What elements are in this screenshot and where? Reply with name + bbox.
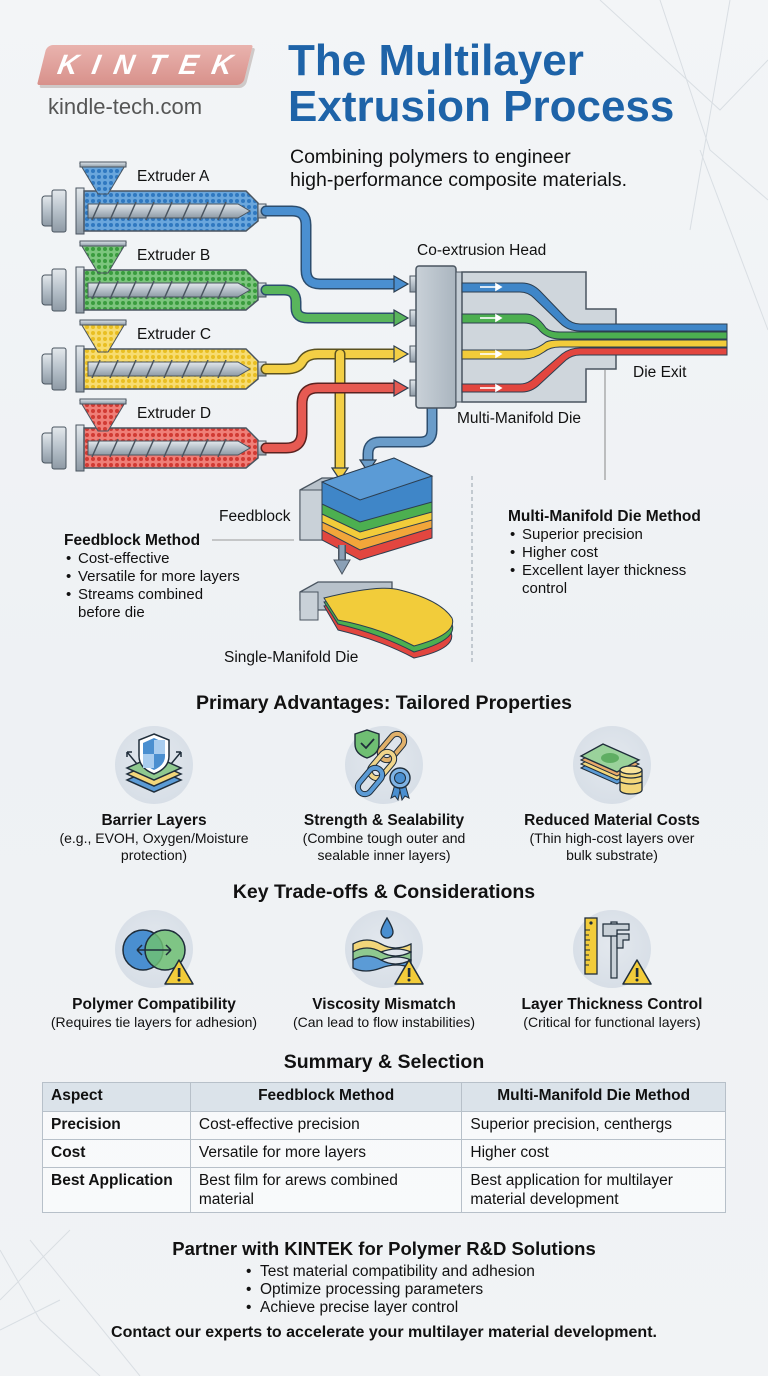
- tradeoffs-title: Key Trade-offs & Considerations: [232, 881, 536, 903]
- single-manifold-die-label: Single-Manifold Die: [224, 649, 359, 666]
- desc-line: (e.g., EVOH, Oxygen/Moisture: [59, 830, 249, 846]
- multi-manifold-bullet: Higher cost: [508, 544, 701, 562]
- single-manifold-die: [299, 581, 454, 659]
- page-subtitle: Combining polymers to engineer high-perf…: [290, 146, 760, 192]
- multi-manifold-die-label: Multi-Manifold Die: [457, 410, 582, 427]
- row-multi-manifold: Best application for multilayer material…: [461, 1167, 726, 1213]
- advantage-card-barrier-layers: Barrier Layers (e.g., EVOH, Oxygen/Moist…: [44, 726, 264, 864]
- tradeoff-desc: (Can lead to flow instabilities): [292, 1014, 476, 1030]
- header-aspect: Aspect: [42, 1082, 191, 1112]
- flow-arrowheads: [330, 274, 410, 482]
- row-aspect: Precision: [42, 1111, 191, 1140]
- row-feedblock: Cost-effective precision: [189, 1111, 463, 1140]
- cta-title: Partner with KINTEK for Polymer R&D Solu…: [172, 1238, 596, 1259]
- extruder-c-label: Extruder C: [137, 326, 212, 343]
- desc-line: (Combine tough outer and: [302, 830, 466, 846]
- multi-manifold-method-title: Multi-Manifold Die Method: [508, 508, 701, 525]
- multi-manifold-method-box: Multi-Manifold Die Method Superior preci…: [508, 508, 701, 598]
- tradeoff-card-polymer-compatibility: Polymer Compatibility (Requires tie laye…: [44, 910, 264, 1031]
- ruler-caliper-warning-icon: [573, 910, 652, 988]
- tradeoff-desc: (Critical for functional layers): [523, 1014, 701, 1030]
- advantages-title: Primary Advantages: Tailored Properties: [195, 692, 573, 714]
- row-aspect: Cost: [42, 1139, 191, 1168]
- advantage-title: Barrier Layers: [101, 812, 207, 829]
- bullet-text: Streams combined: [78, 586, 204, 603]
- table-row: Best Application Best film for arews com…: [42, 1167, 726, 1213]
- table-row: Cost Versatile for more layers Higher co…: [42, 1139, 726, 1168]
- desc-line: bulk substrate): [566, 847, 658, 863]
- extruder-d-label: Extruder D: [137, 405, 212, 422]
- extruder-b-label: Extruder B: [137, 247, 211, 264]
- page-title: The Multilayer Extrusion Process: [288, 38, 758, 130]
- row-feedblock: Best film for arews combined material: [189, 1167, 463, 1213]
- cta-bullet: Optimize processing parameters: [244, 1281, 535, 1299]
- bullet-text: before die: [78, 604, 145, 621]
- header-feedblock: Feedblock Method: [189, 1082, 463, 1112]
- tradeoff-desc: (Requires tie layers for adhesion): [50, 1014, 258, 1030]
- coextrusion-head-label: Co-extrusion Head: [417, 242, 547, 259]
- subtitle-line-1: Combining polymers to engineer: [290, 146, 571, 168]
- bullet-text: Excellent layer thickness: [522, 562, 687, 579]
- desc-line: protection): [120, 847, 188, 863]
- cta-bullets: Test material compatibility and adhesion…: [244, 1263, 535, 1317]
- row-aspect: Best Application: [42, 1167, 191, 1213]
- title-line-1: The Multilayer: [288, 36, 584, 85]
- desc-line: (Thin high-cost layers over: [529, 830, 695, 846]
- feedblock-bullet: Cost-effective: [64, 550, 240, 568]
- tradeoff-title: Viscosity Mismatch: [312, 996, 456, 1013]
- advantage-card-strength-sealability: Strength & Sealability (Combine tough ou…: [274, 726, 494, 864]
- summary-title: Summary & Selection: [283, 1051, 485, 1073]
- subtitle-line-2: high-performance composite materials.: [290, 169, 628, 191]
- header-multi-manifold: Multi-Manifold Die Method: [461, 1082, 726, 1112]
- logo-url[interactable]: kindle-tech.com: [48, 94, 203, 119]
- die-exit-label: Die Exit: [633, 364, 687, 381]
- feedblock-method-box: Feedblock Method Cost-effective Versatil…: [64, 532, 240, 622]
- chain-link-icon: [345, 726, 423, 804]
- title-line-2: Extrusion Process: [288, 82, 675, 131]
- cta-bullet: Test material compatibility and adhesion: [244, 1263, 535, 1281]
- tradeoff-title: Polymer Compatibility: [72, 996, 236, 1013]
- tradeoff-card-layer-thickness: Layer Thickness Control (Critical for fu…: [502, 910, 722, 1031]
- desc-line: sealable inner layers): [317, 847, 451, 863]
- table-header-row: Aspect Feedblock Method Multi-Manifold D…: [42, 1082, 726, 1112]
- row-feedblock: Versatile for more layers: [189, 1139, 463, 1168]
- money-coins-icon: [573, 726, 651, 804]
- feedblock-label: Feedblock: [219, 508, 291, 525]
- feedblock-method-title: Feedblock Method: [64, 532, 201, 549]
- row-multi-manifold: Higher cost: [461, 1139, 726, 1168]
- extruder-b: [41, 240, 267, 314]
- extruder-d: [41, 398, 267, 472]
- cta-bullet: Achieve precise layer control: [244, 1299, 535, 1317]
- extruder-a: [41, 161, 267, 235]
- multi-manifold-bullet: Superior precision: [508, 526, 701, 544]
- overlapping-circles-warning-icon: [115, 910, 194, 988]
- shield-layers-icon: [115, 726, 193, 804]
- feedblock: [212, 457, 434, 576]
- extruder-a-label: Extruder A: [137, 168, 210, 185]
- bullet-text: control: [522, 580, 568, 597]
- flow-pipes: [260, 205, 438, 476]
- tradeoff-title: Layer Thickness Control: [521, 996, 703, 1013]
- summary-table: Aspect Feedblock Method Multi-Manifold D…: [42, 1082, 726, 1213]
- table-row: Precision Cost-effective precision Super…: [42, 1111, 726, 1140]
- wave-droplet-warning-icon: [345, 910, 424, 988]
- multi-manifold-die: [461, 271, 728, 480]
- extrusion-process-diagram: [41, 161, 728, 664]
- cta-contact-line[interactable]: Contact our experts to accelerate your m…: [111, 1324, 657, 1341]
- coextrusion-head: [409, 265, 463, 409]
- extruder-c: [41, 319, 267, 393]
- advantage-title: Reduced Material Costs: [524, 812, 700, 829]
- advantage-title: Strength & Sealability: [303, 812, 465, 829]
- advantage-card-reduced-costs: Reduced Material Costs (Thin high-cost l…: [502, 726, 722, 864]
- feedblock-bullet: Versatile for more layers: [64, 568, 240, 586]
- row-multi-manifold: Superior precision, centhergs: [461, 1111, 726, 1140]
- tradeoff-card-viscosity-mismatch: Viscosity Mismatch (Can lead to flow ins…: [274, 910, 494, 1031]
